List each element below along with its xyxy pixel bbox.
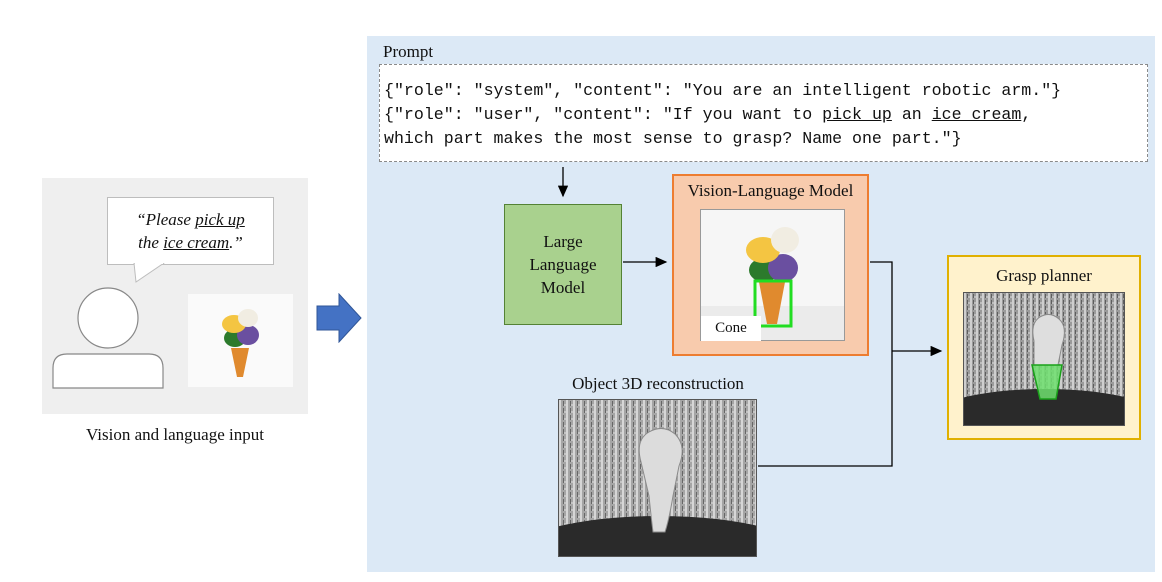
user-icon (52, 287, 164, 389)
speech-bubble-tail (133, 263, 165, 283)
prompt-line-2: {"role": "user", "content": "If you want… (384, 105, 1032, 124)
prompt-label: Prompt (383, 42, 434, 61)
prompt-box: {"role": "system", "content": "You are a… (379, 64, 1148, 162)
grasp-planner-title: Grasp planner (996, 266, 1092, 285)
grasp-planner-image (963, 292, 1125, 426)
quote-line-1: “Please pick up (136, 210, 245, 229)
speech-bubble: “Please pick up the ice cream.” (107, 197, 274, 265)
quote-line-2: the ice cream.” (138, 233, 243, 252)
detection-box (753, 279, 793, 328)
vlm-title: Vision-Language Model (687, 181, 854, 200)
block-arrow-icon (316, 293, 362, 343)
llm-label-line-3: Model (540, 278, 586, 297)
ice-cream-photo (188, 294, 293, 387)
input-caption: Vision and language input (86, 425, 264, 444)
prompt-line-3: which part makes the most sense to grasp… (384, 129, 962, 148)
llm-box: Large Language Model (504, 204, 622, 325)
reconstruction-title: Object 3D reconstruction (572, 374, 744, 393)
grasp-region (1031, 364, 1063, 400)
reconstruction-image (558, 399, 757, 557)
detected-part-label: Cone (701, 316, 761, 341)
llm-label-line-2: Language (529, 255, 597, 274)
prompt-line-1: {"role": "system", "content": "You are a… (384, 81, 1062, 100)
llm-label-line-1: Large (543, 232, 583, 251)
